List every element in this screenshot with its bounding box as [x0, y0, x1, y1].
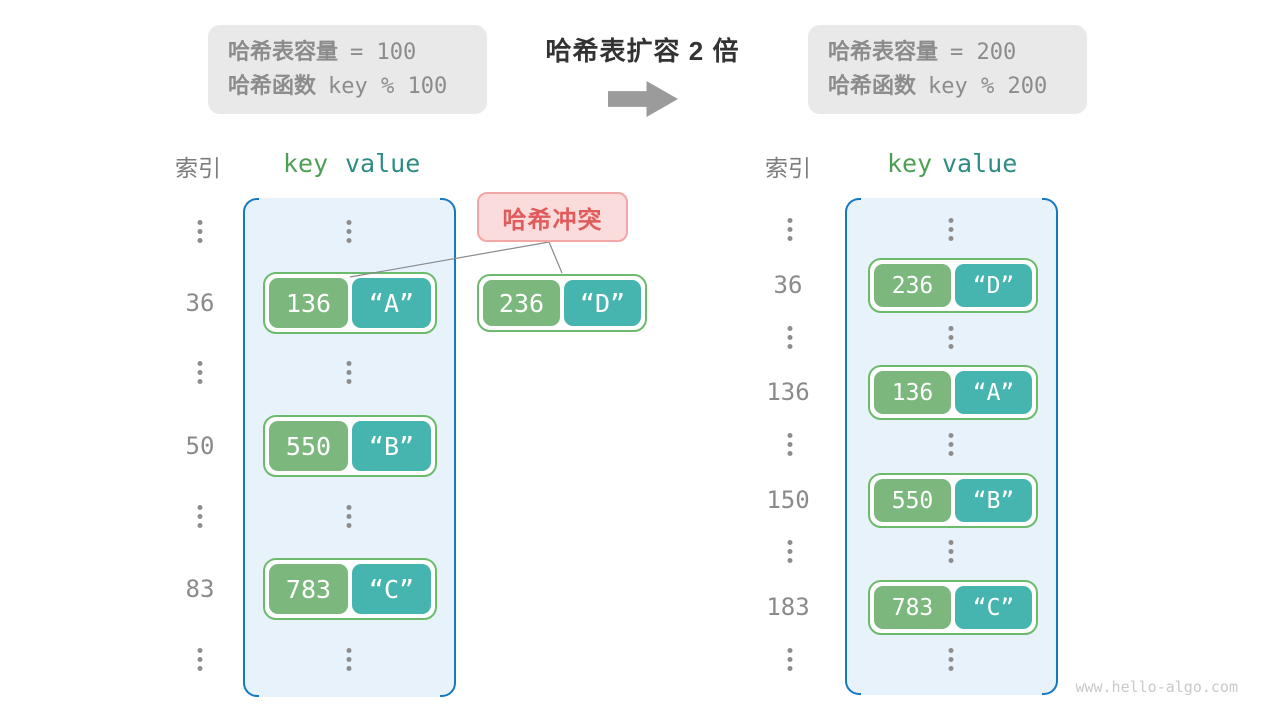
value-cell: “B” [955, 479, 1032, 522]
ellipsis-dots [948, 433, 954, 456]
key-cell: 236 [874, 264, 951, 307]
expansion-title: 哈希表扩容 2 倍 [545, 36, 740, 66]
index-label: 83 [185, 575, 215, 603]
index-label: 50 [185, 432, 215, 460]
capacity-label: 哈希表容量 [228, 39, 339, 65]
ellipsis-dots [346, 505, 352, 528]
value-cell: “C” [955, 586, 1032, 629]
key-header: key [887, 149, 933, 178]
ellipsis-dots [948, 540, 954, 563]
ellipsis-dots [346, 220, 352, 243]
ellipsis-dots [197, 648, 203, 671]
capacity-info-box-before: 哈希表容量 = 100 哈希函数 key % 100 [208, 25, 487, 114]
ellipsis-dots [197, 505, 203, 528]
kv-pair: 236 “D” [868, 258, 1038, 313]
index-label: 36 [185, 289, 215, 317]
key-cell: 783 [874, 586, 951, 629]
key-cell: 136 [874, 371, 951, 414]
watermark: www.hello-algo.com [1075, 678, 1238, 696]
ellipsis-dots [787, 648, 793, 671]
key-cell: 783 [269, 564, 348, 614]
ellipsis-dots [948, 218, 954, 241]
kv-pair: 136 “A” [263, 272, 437, 334]
capacity-value: = 200 [950, 40, 1017, 66]
hash-function-label: 哈希函数 [828, 72, 917, 98]
index-label: 150 [766, 486, 810, 514]
ellipsis-dots [197, 361, 203, 384]
capacity-line: 哈希表容量 = 100 [228, 39, 487, 66]
ellipsis-dots [787, 540, 793, 563]
capacity-value: = 100 [350, 40, 417, 66]
hash-function-value: key % 200 [928, 73, 1048, 99]
hash-function-line: 哈希函数 key % 100 [228, 73, 487, 100]
capacity-label: 哈希表容量 [828, 39, 939, 65]
index-header: 索引 [765, 155, 811, 181]
value-cell: “C” [352, 564, 431, 614]
value-cell: “D” [955, 264, 1032, 307]
ellipsis-dots [197, 220, 203, 243]
value-header: value [345, 149, 421, 178]
value-cell: “A” [352, 278, 431, 328]
hash-function-label: 哈希函数 [228, 72, 317, 98]
index-label: 183 [766, 593, 810, 621]
capacity-line: 哈希表容量 = 200 [828, 39, 1087, 66]
kv-pair-collision: 236 “D” [477, 274, 647, 332]
collision-callout: 哈希冲突 [477, 192, 628, 242]
ellipsis-dots [948, 326, 954, 349]
ellipsis-dots [787, 326, 793, 349]
key-cell: 136 [269, 278, 348, 328]
key-header: key [283, 149, 329, 178]
right-arrow-icon [608, 81, 678, 117]
kv-pair: 783 “C” [263, 558, 437, 620]
kv-pair: 136 “A” [868, 365, 1038, 420]
ellipsis-dots [948, 648, 954, 671]
ellipsis-dots [346, 648, 352, 671]
index-label: 136 [766, 378, 810, 406]
kv-pair: 550 “B” [868, 473, 1038, 528]
ellipsis-dots [346, 361, 352, 384]
kv-pair: 550 “B” [263, 415, 437, 477]
capacity-info-box-after: 哈希表容量 = 200 哈希函数 key % 200 [808, 25, 1087, 114]
value-cell: “B” [352, 421, 431, 471]
value-cell: “D” [564, 280, 641, 326]
key-cell: 550 [269, 421, 348, 471]
value-header: value [942, 149, 1018, 178]
value-cell: “A” [955, 371, 1032, 414]
hash-function-value: key % 100 [328, 73, 448, 99]
key-cell: 550 [874, 479, 951, 522]
key-cell: 236 [483, 280, 560, 326]
index-header: 索引 [175, 155, 221, 181]
index-label: 36 [773, 271, 803, 299]
ellipsis-dots [787, 433, 793, 456]
ellipsis-dots [787, 218, 793, 241]
hash-function-line: 哈希函数 key % 200 [828, 73, 1087, 100]
kv-pair: 783 “C” [868, 580, 1038, 635]
